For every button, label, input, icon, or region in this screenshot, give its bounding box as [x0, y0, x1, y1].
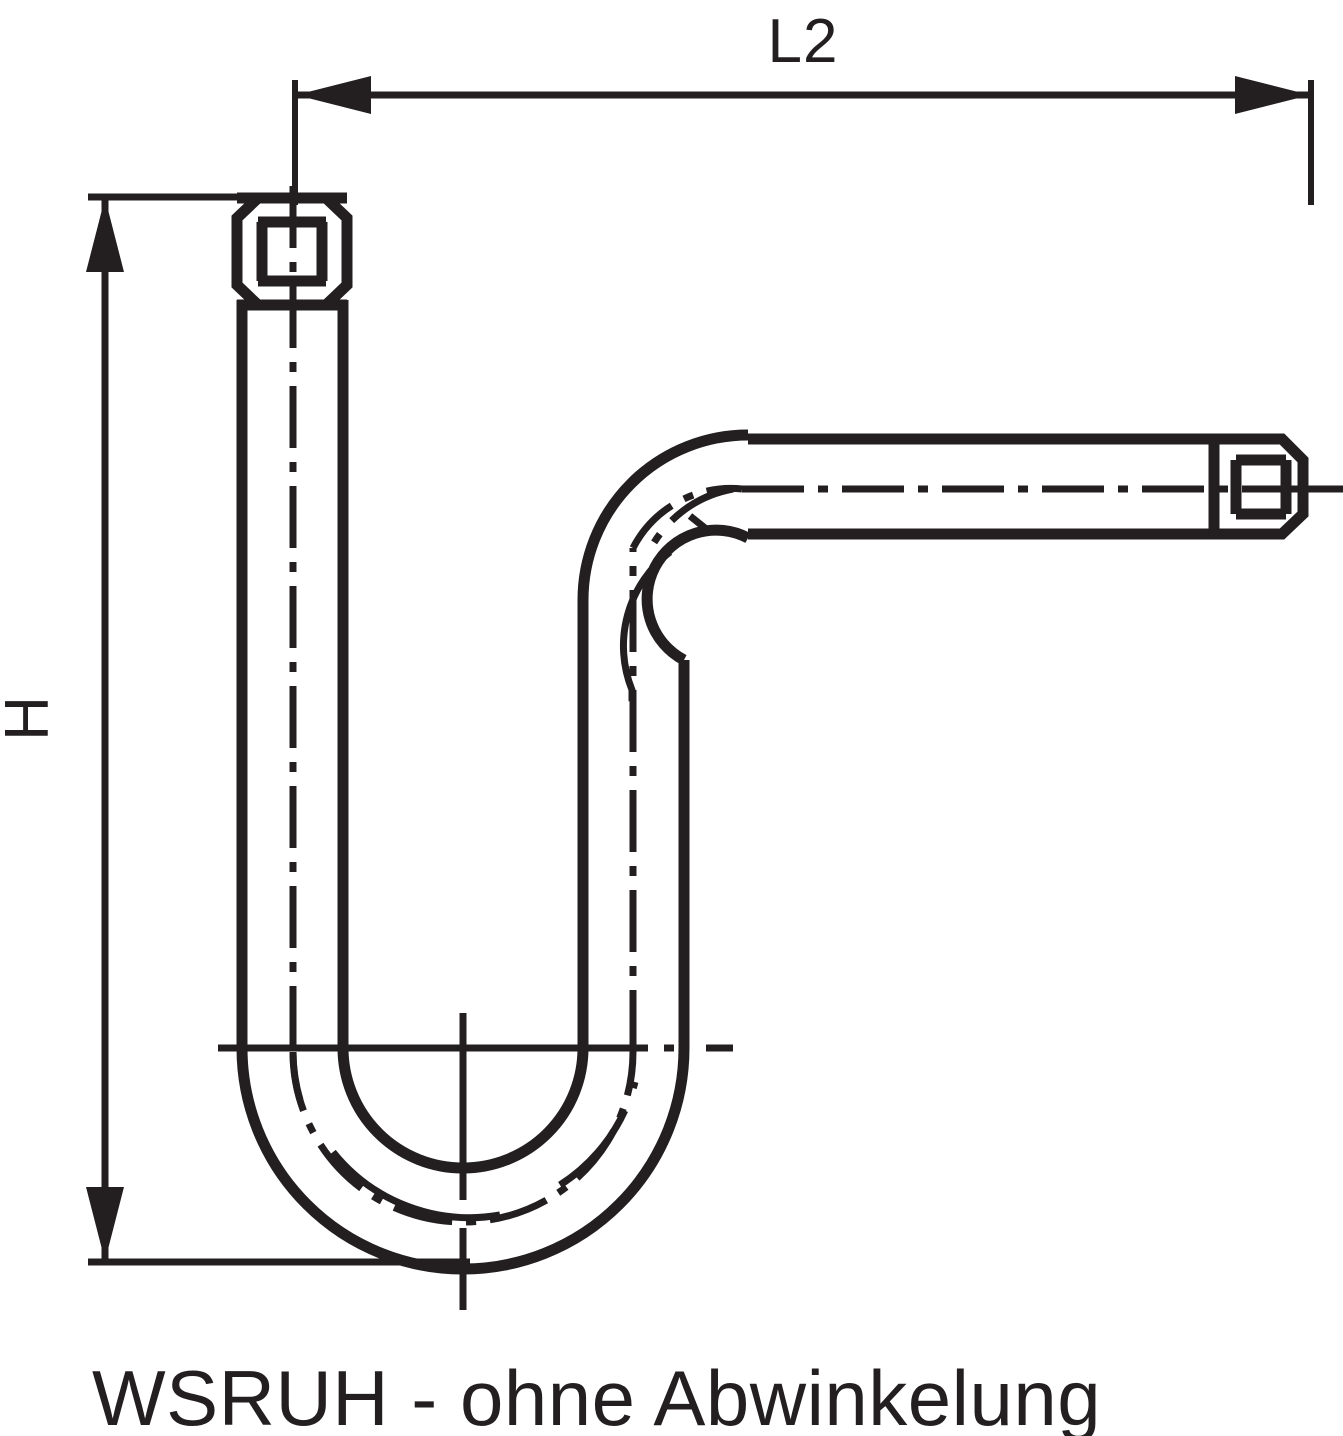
- u-bend-inner-arc: [337, 1047, 589, 1174]
- dimension-label-L2: L2: [768, 7, 839, 76]
- dimension-L2: L2: [292, 7, 1314, 205]
- u-bend-outer-arc: [236, 1047, 690, 1275]
- centreline-group: [289, 186, 1343, 1052]
- hex-fitting-right: [1208, 433, 1343, 540]
- arrowhead-left-L2: [296, 76, 371, 114]
- riser-third-line: [619, 549, 673, 900]
- pipe-outer-contour: [236, 300, 1214, 1275]
- u-bend-wall-detail-left: [289, 1051, 304, 1101]
- drawing-caption: WSRUH - ohne Abwinkelung: [92, 1354, 1101, 1436]
- dimension-label-H: H: [0, 695, 62, 741]
- elbow-outer-arc: [577, 429, 749, 601]
- u-bend-wall-detail-right: [558, 1081, 639, 1188]
- bore-outline: [619, 485, 734, 900]
- hex-fitting-top: [231, 192, 353, 311]
- elbow-bore-top-arc: [636, 485, 734, 576]
- u-bend-wall-detail-lower: [330, 1149, 501, 1222]
- dimension-H: H: [0, 193, 470, 1266]
- arrowhead-right-L2: [1235, 76, 1310, 114]
- arrowhead-bottom-H: [86, 1187, 124, 1261]
- pipe-wall-detail: [289, 1051, 639, 1222]
- arrowhead-top-H: [86, 198, 124, 272]
- elbow-small-dash: [687, 513, 708, 531]
